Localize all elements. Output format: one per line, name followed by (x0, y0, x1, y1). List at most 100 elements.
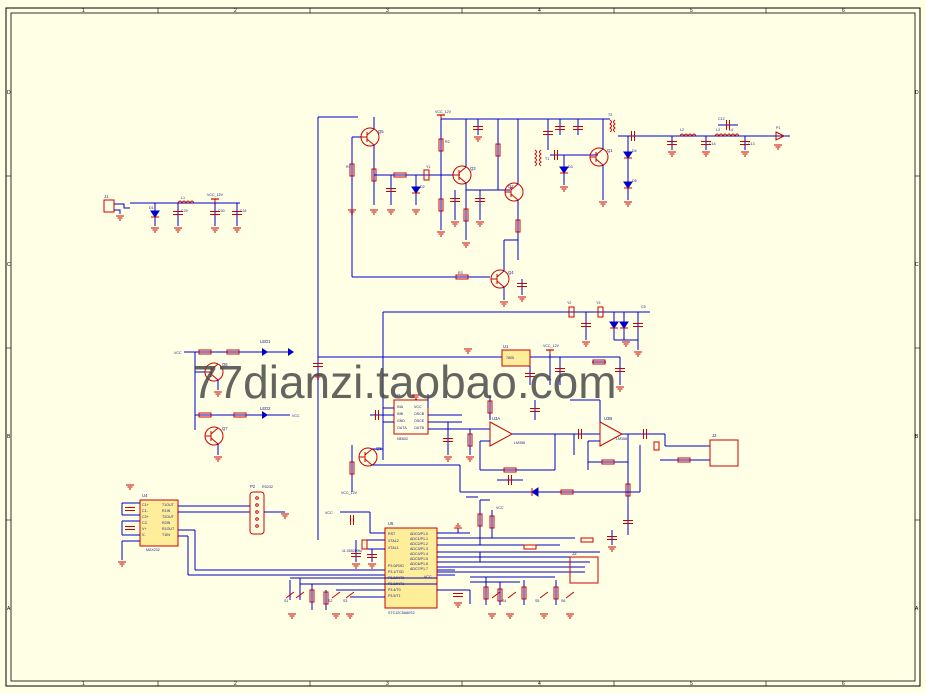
vcc-label-c: VCC (325, 511, 333, 515)
row-c-right: C (915, 262, 919, 268)
u3b-value: LM358 (616, 437, 627, 441)
q4-label: Q4 (508, 270, 514, 275)
col-4-top: 4 (538, 8, 541, 14)
col-5-top: 5 (690, 8, 693, 14)
c30-label: C30 (218, 209, 225, 213)
col-6-top: 6 (842, 8, 845, 14)
mcu-pin-adc2: ADC2/P1.2 (410, 542, 428, 546)
mcu-pin-p34: P3.4/T0 (388, 588, 401, 592)
d4-label: D4 (632, 149, 637, 153)
j2-audio-jack[interactable] (709, 439, 739, 467)
u3b-label: U3B (604, 416, 612, 421)
ne602-pin-ina: INA (397, 405, 404, 409)
vcc12-label-b: VCC_12V (435, 110, 452, 114)
j2-label: J2 (712, 433, 717, 438)
col-1-bottom: 1 (82, 681, 85, 687)
u5-mcu (384, 527, 438, 609)
s6-label: S6 (561, 599, 565, 603)
u2-ne602 (393, 399, 429, 435)
r2-label: R2 (445, 140, 450, 144)
max232-pin-t1in: T1IN (162, 533, 170, 537)
d1-label: D1 (149, 206, 154, 210)
max232-pin-c2p: C2+ (142, 515, 149, 519)
s3-label: S3 (343, 599, 347, 603)
vcc-label-a: VCC (174, 351, 182, 355)
c5-label: C5 (641, 305, 646, 309)
mcu-pin-adc6: ADC6/P1.6 (410, 562, 428, 566)
mcu-section: U5 STC12C5A60S2 RST XTAL2 XTAL1 P3.0/RXD… (284, 496, 618, 619)
s4-label: S4 (502, 599, 506, 603)
max232-pin-c2m: C2- (142, 521, 149, 525)
row-b-left: B (7, 434, 11, 440)
q7-label: Q7 (222, 426, 228, 431)
p2-label: P2 (250, 484, 256, 489)
mcu-pin-p31: P3.1/TXD (388, 570, 404, 574)
col-4-bottom: 4 (538, 681, 541, 687)
ne602-pin-outa: OUTA (397, 426, 407, 430)
ne602-pin-oscb: OSCB (414, 412, 425, 416)
col-5-bottom: 5 (690, 681, 693, 687)
ne602-pin-outb: OUTB (414, 426, 425, 430)
r1-label: R1 (346, 165, 351, 169)
col-3-top: 3 (386, 8, 389, 14)
q2-label: Q2 (508, 184, 514, 189)
mcu-pin-rst: RST (388, 532, 396, 536)
col-1-top: 1 (82, 8, 85, 14)
crystal-filter: Y2 Y3 C5 (382, 301, 650, 460)
mcu-pin-p30: P3.0/RXD (388, 564, 404, 568)
col-2-bottom: 2 (234, 681, 237, 687)
u1-label: U1 (503, 344, 509, 349)
ne602-pin-vcc: VCC (414, 405, 422, 409)
vcc12-label-d: VCC_12V (341, 491, 358, 495)
mcu-pin-adc0: ADC0/P1.0 (410, 532, 428, 536)
max232-pin-r1out: R1OUT (162, 527, 175, 531)
watermark-text: 77dianzi.taobao.com (192, 356, 617, 408)
u5-value: STC12C5A60S2 (388, 611, 415, 615)
u3a-label: U3A (492, 416, 500, 421)
max232-pin-vm: V- (142, 533, 146, 537)
u4-label: U4 (142, 493, 148, 498)
y3-label: Y3 (596, 301, 600, 305)
row-d-right: D (915, 90, 919, 96)
col-6-bottom: 6 (842, 681, 845, 687)
q6-label: Q6 (222, 362, 228, 367)
regulator-mixer: U1 7805 VCC_12V U2 NE602 INA INB GND OUT… (312, 344, 739, 535)
vcc12-label-c: VCC_12V (543, 344, 560, 348)
max232-pin-t1out: T1OUT (162, 503, 175, 507)
rf-section: Q5 R1 Y1 D2 VCC_12V R2 Q3 (317, 110, 790, 540)
s2-label: S2 (328, 599, 332, 603)
mcu-pin-xtal2: XTAL2 (388, 539, 399, 543)
p1-label: P1 (776, 126, 780, 130)
p2-db9-connector[interactable] (249, 491, 265, 535)
u3b-opamp (599, 421, 624, 447)
t2-label: T2 (608, 113, 612, 117)
j3-connector[interactable] (569, 556, 599, 584)
u4-value: MAX232 (146, 548, 160, 552)
ne602-pin-gnd: GND (397, 419, 405, 423)
t1-label: T1 (545, 157, 549, 161)
outer-border (5, 7, 921, 687)
inner-border (10, 12, 916, 682)
s5-label: S5 (535, 599, 539, 603)
u3a-value: LM358 (514, 441, 525, 445)
c29-label: C29 (181, 209, 188, 213)
u3a-opamp (489, 421, 514, 447)
vcc12-label-a: VCC_12V (207, 193, 224, 197)
c13-label: C13 (748, 142, 755, 146)
max232-pin-c1m: C1- (142, 509, 149, 513)
l4-label: L4 (729, 128, 733, 132)
j3-label: J3 (572, 551, 577, 556)
u2-value: NE602 (397, 437, 408, 441)
max232-pin-r1in: R1IN (162, 509, 171, 513)
mcu-pin-adc4: ADC4/P1.4 (410, 552, 428, 556)
c31-label: C31 (240, 209, 247, 213)
q3-label: Q3 (470, 166, 476, 171)
l1-label: L1 (181, 196, 185, 200)
q1-label: Q1 (607, 148, 613, 153)
l2-label: L2 (680, 128, 684, 132)
max232-pin-c1p: C1+ (142, 503, 149, 507)
max232-pin-r2in: R2IN (162, 521, 171, 525)
max232-pin-t2out: T2OUT (162, 515, 175, 519)
